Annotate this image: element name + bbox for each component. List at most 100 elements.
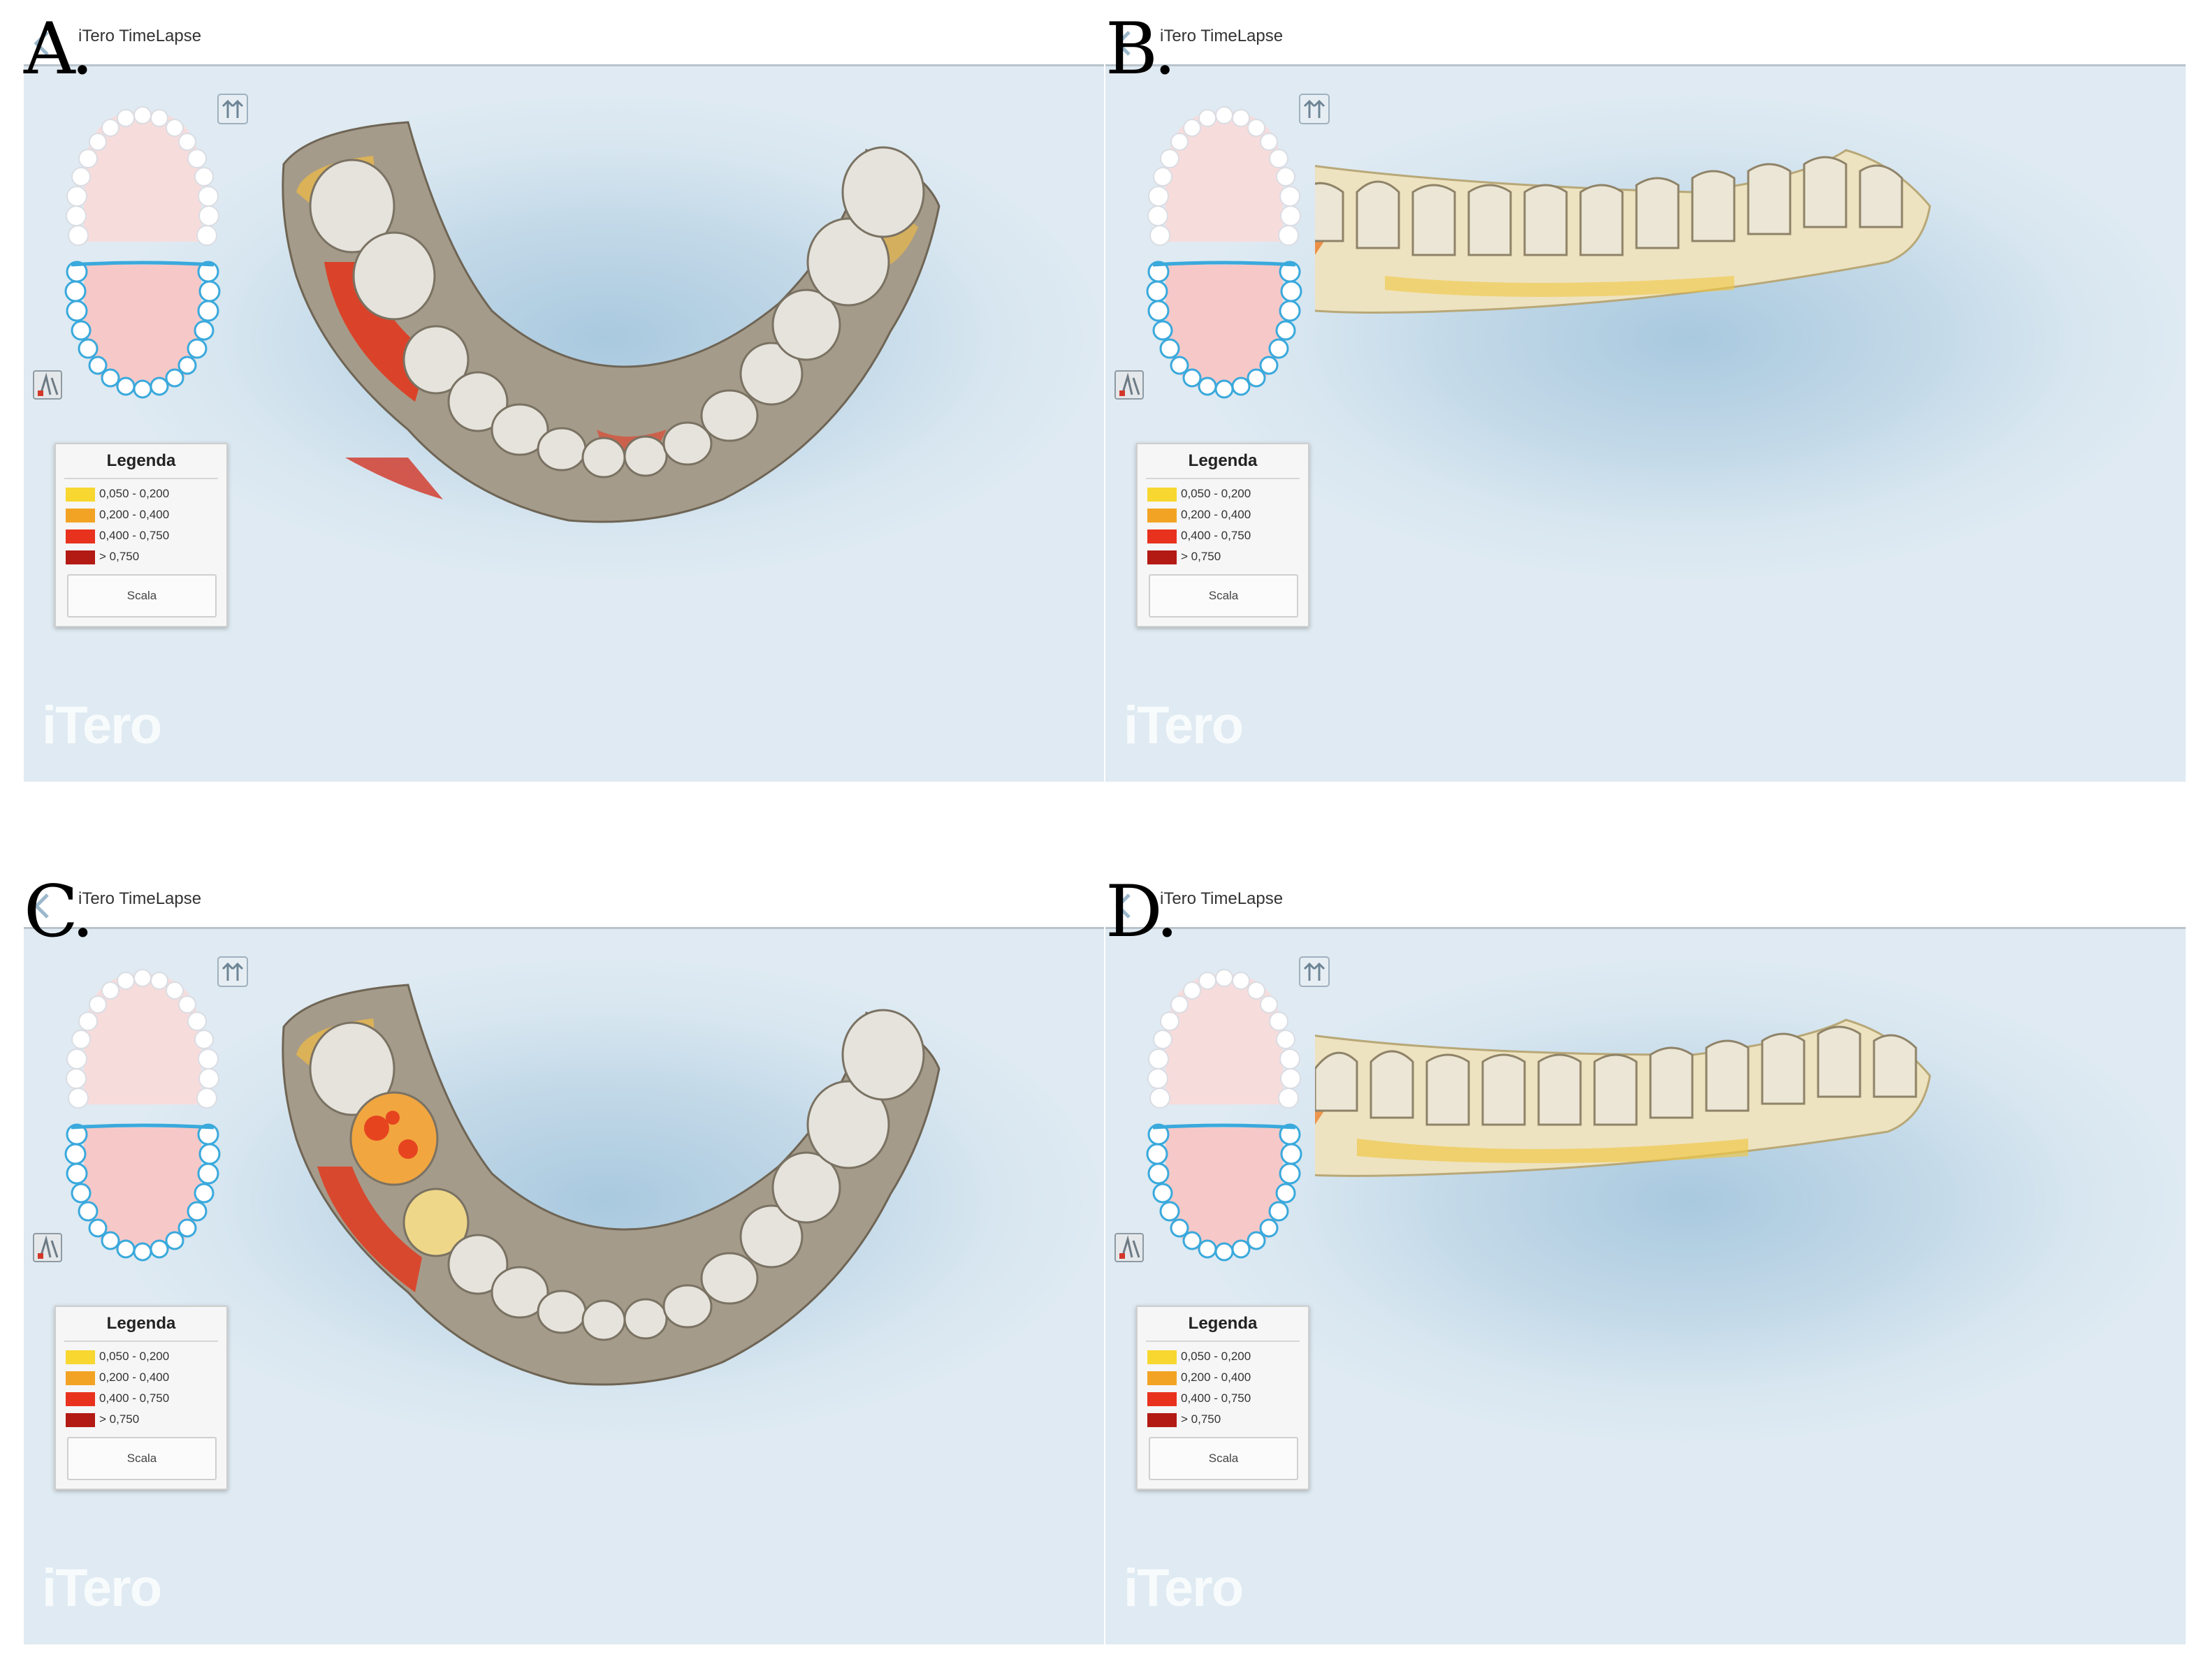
lower-arch-map-icon[interactable] — [64, 1123, 221, 1262]
jaw-selector[interactable] — [1140, 98, 1308, 406]
legend-title: Legenda — [106, 451, 176, 470]
app-title: iTero TimeLapse — [78, 27, 202, 45]
scale-button[interactable]: Scala — [67, 1437, 217, 1480]
legend-item: 0,050 - 0,200 — [1147, 486, 1301, 503]
legend-range: > 0,750 — [1181, 550, 1221, 563]
legend-title: Legenda — [1188, 451, 1258, 470]
brand-watermark: iTero — [42, 1558, 162, 1618]
legend-range: 0,200 - 0,400 — [1181, 1371, 1251, 1384]
frontal-arch-model[interactable] — [1315, 929, 2186, 1644]
scan-viewport[interactable]: Legenda 0,050 - 0,200 0,200 - 0,400 0,40… — [1105, 929, 2186, 1644]
lower-arch-map-icon[interactable] — [64, 261, 221, 399]
frontal-arch-model[interactable] — [1315, 66, 2186, 782]
scan-viewport[interactable]: Legenda 0,050 - 0,200 0,200 - 0,400 0,40… — [1105, 66, 2186, 782]
legend-item: 0,400 - 0,750 — [1147, 1391, 1301, 1408]
legend-swatch — [66, 529, 95, 543]
panel-a: iTero TimeLapse — [24, 14, 1104, 817]
legend-swatch — [1147, 1371, 1177, 1385]
scan-viewport[interactable]: Legenda 0,050 - 0,200 0,200 - 0,400 0,40… — [24, 929, 1104, 1644]
legend-range: 0,200 - 0,400 — [1181, 508, 1251, 521]
app-title: iTero TimeLapse — [1160, 889, 1284, 908]
scale-button[interactable]: Scala — [1149, 1437, 1298, 1480]
legend-item: > 0,750 — [1147, 549, 1301, 566]
measure-tool-icon[interactable] — [32, 370, 63, 400]
title-bar: iTero TimeLapse — [24, 14, 1104, 66]
jaw-selector[interactable] — [59, 98, 226, 406]
occlusal-arch-model[interactable] — [233, 929, 1104, 1644]
upper-arch-map-icon[interactable] — [1147, 969, 1301, 1109]
chevron-left-icon[interactable] — [1110, 891, 1140, 921]
jaw-selector[interactable] — [59, 961, 226, 1269]
legend-title: Legenda — [106, 1314, 176, 1333]
legend-item: 0,400 - 0,750 — [1147, 528, 1301, 545]
legend-divider — [64, 1341, 218, 1342]
legend-range: 0,200 - 0,400 — [99, 1371, 170, 1384]
scale-button[interactable]: Scala — [1149, 574, 1298, 618]
legend-divider — [1146, 1341, 1300, 1342]
legend-panel: Legenda 0,050 - 0,200 0,200 - 0,400 0,40… — [55, 443, 228, 627]
panel-label: B. — [1105, 8, 1176, 91]
chevron-left-icon[interactable] — [28, 891, 59, 921]
panel-b: iTero TimeLapse — [1105, 14, 2186, 817]
legend-range: 0,400 - 0,750 — [1181, 529, 1251, 542]
legend-swatch — [1147, 488, 1177, 502]
legend-item: 0,050 - 0,200 — [1147, 1349, 1301, 1366]
legend-panel: Legenda 0,050 - 0,200 0,200 - 0,400 0,40… — [1136, 1306, 1309, 1490]
legend-item: 0,050 - 0,200 — [66, 1349, 219, 1366]
legend-title: Legenda — [1188, 1314, 1258, 1333]
legend-swatch — [1147, 529, 1177, 543]
legend-divider — [1146, 478, 1300, 479]
tooth-crowns — [309, 146, 925, 479]
upper-arch-map-icon[interactable] — [66, 969, 219, 1109]
tooth-crowns — [309, 1009, 925, 1341]
legend-swatch — [1147, 1392, 1177, 1406]
panel-label: D. — [1105, 870, 1179, 954]
legend-swatch — [1147, 509, 1177, 523]
legend-range: 0,050 - 0,200 — [1181, 487, 1251, 500]
legend-range: > 0,750 — [99, 550, 140, 563]
measure-tool-icon[interactable] — [32, 1232, 63, 1263]
measure-tool-icon[interactable] — [1114, 370, 1145, 400]
occlusal-arch-model[interactable] — [233, 66, 1104, 782]
legend-range: > 0,750 — [99, 1412, 140, 1426]
swap-arrows-icon[interactable] — [1298, 93, 1330, 125]
swap-arrows-icon[interactable] — [1298, 956, 1330, 988]
legend-item: 0,200 - 0,400 — [1147, 1370, 1301, 1387]
brand-watermark: iTero — [1124, 696, 1244, 755]
panel-c: iTero TimeLapse — [24, 877, 1104, 1680]
legend-swatch — [66, 1392, 95, 1406]
scale-button[interactable]: Scala — [67, 574, 217, 618]
jaw-selector[interactable] — [1140, 961, 1308, 1269]
upper-arch-map-icon[interactable] — [1147, 106, 1301, 246]
legend-range: 0,050 - 0,200 — [99, 487, 170, 500]
brand-watermark: iTero — [1124, 1558, 1244, 1618]
measure-tool-icon[interactable] — [1114, 1232, 1145, 1263]
legend-range: 0,400 - 0,750 — [1181, 1392, 1251, 1405]
legend-item: 0,200 - 0,400 — [66, 1370, 219, 1387]
panel-label: C. — [24, 870, 94, 954]
swap-arrows-icon[interactable] — [217, 956, 249, 988]
legend-item: 0,200 - 0,400 — [1147, 507, 1301, 524]
title-bar: iTero TimeLapse — [1105, 14, 2186, 66]
scan-viewport[interactable]: Legenda 0,050 - 0,200 0,200 - 0,400 0,40… — [24, 66, 1104, 782]
panel-d: iTero TimeLapse — [1105, 877, 2186, 1680]
legend-divider — [64, 478, 218, 479]
title-bar: iTero TimeLapse — [1105, 877, 2186, 929]
legend-swatch — [66, 1413, 95, 1427]
legend-item: 0,050 - 0,200 — [66, 486, 219, 503]
legend-item: > 0,750 — [66, 549, 219, 566]
legend-range: 0,400 - 0,750 — [99, 1392, 170, 1405]
swap-arrows-icon[interactable] — [217, 93, 249, 125]
app-title: iTero TimeLapse — [1160, 27, 1284, 45]
lower-arch-map-icon[interactable] — [1146, 261, 1302, 399]
tooth-crowns — [1315, 1025, 1917, 1126]
legend-swatch — [66, 1371, 95, 1385]
lower-arch-map-icon[interactable] — [1146, 1123, 1302, 1262]
upper-arch-map-icon[interactable] — [66, 106, 219, 246]
legend-item: > 0,750 — [66, 1412, 219, 1429]
app-title: iTero TimeLapse — [78, 889, 202, 908]
legend-swatch — [1147, 550, 1177, 564]
brand-watermark: iTero — [42, 696, 162, 755]
chevron-left-icon[interactable] — [1110, 28, 1140, 59]
chevron-left-icon[interactable] — [28, 28, 59, 59]
